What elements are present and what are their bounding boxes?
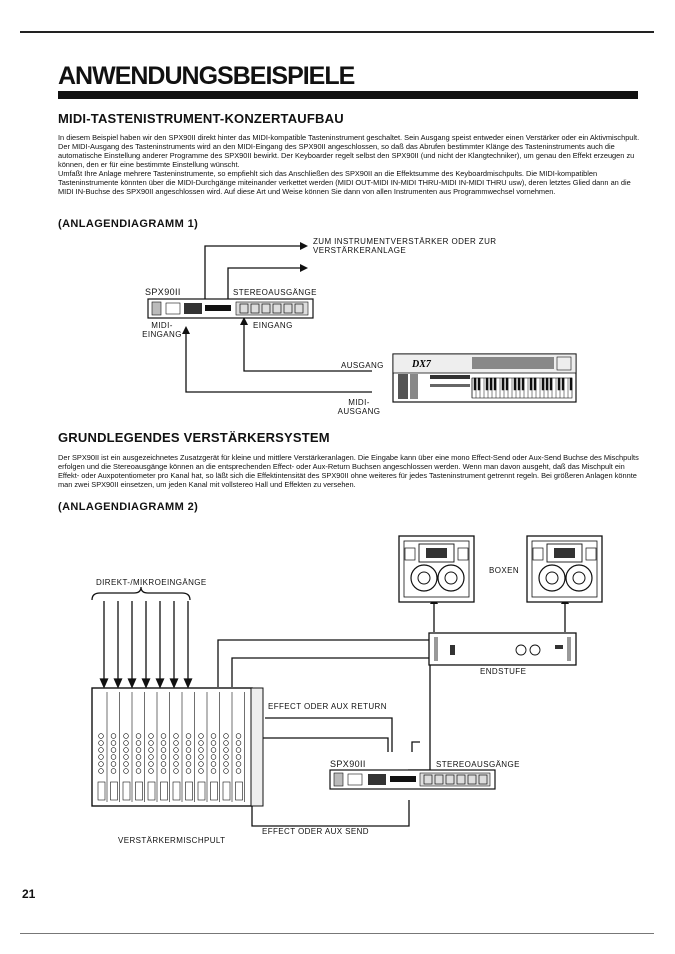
diagram1-midi-out-label: MIDI-AUSGANG	[337, 398, 381, 416]
spx90ii-unit-1	[147, 298, 314, 319]
keyboard-synth	[392, 353, 577, 403]
diagram1-amp-label: ZUM INSTRUMENTVERSTÄRKER ODER ZUR VERSTÄ…	[313, 237, 497, 255]
spx90ii-unit-2	[329, 769, 496, 790]
diagram2-aux-return-label: EFFECT ODER AUX RETURN	[268, 702, 387, 711]
chapter-title-bar	[58, 91, 638, 99]
diagram1-device-label: SPX90II	[145, 287, 181, 297]
section1-body: In diesem Beispiel haben wir den SPX90II…	[58, 133, 640, 196]
diagram1-heading: (ANLAGENDIAGRAMM 1)	[58, 218, 199, 230]
power-amp	[428, 632, 577, 666]
diagram2-mixer-label: VERSTÄRKERMISCHPULT	[118, 836, 226, 845]
top-rule	[20, 31, 654, 33]
page-number: 21	[22, 887, 36, 901]
diagram1-midi-in-label: MIDI-EINGANG	[142, 321, 182, 339]
chapter-title: ANWENDUNGSBEISPIELE	[58, 62, 355, 90]
bottom-rule	[20, 933, 654, 934]
speaker-right	[526, 535, 603, 603]
section2-body: Der SPX90II ist ein ausgezeichnetes Zusa…	[58, 453, 639, 489]
mixer-console	[91, 687, 264, 807]
inputs-brace	[91, 586, 191, 601]
keyboard-logo: DX7	[411, 359, 432, 370]
diagram2-device-label: SPX90II	[330, 759, 366, 769]
speaker-left	[398, 535, 475, 603]
section1-paragraph-1: In diesem Beispiel haben wir den SPX90II…	[58, 133, 640, 169]
diagram2-inputs-label: DIREKT-/MIKROEINGÄNGE	[96, 578, 207, 587]
diagram2-power-amp-label: ENDSTUFE	[480, 667, 527, 676]
section1-paragraph-2: Umfaßt Ihre Anlage mehrere Tasteninstrum…	[58, 169, 631, 196]
diagram2-stereo-out-label: STEREOAUSGÄNGE	[436, 760, 520, 769]
section2-heading: GRUNDLEGENDES VERSTÄRKERSYSTEM	[58, 430, 330, 445]
diagram2-heading: (ANLAGENDIAGRAMM 2)	[58, 501, 199, 513]
section1-heading: MIDI-TASTENISTRUMENT-KONZERTAUFBAU	[58, 111, 344, 126]
diagram1-input-label: EINGANG	[253, 321, 293, 330]
diagram2-speakers-label: BOXEN	[489, 566, 520, 575]
diagram1-stereo-out-label: STEREOAUSGÄNGE	[233, 288, 317, 297]
diagram2-aux-send-label: EFFECT ODER AUX SEND	[262, 827, 369, 836]
diagram1-output-label: AUSGANG	[341, 361, 384, 370]
